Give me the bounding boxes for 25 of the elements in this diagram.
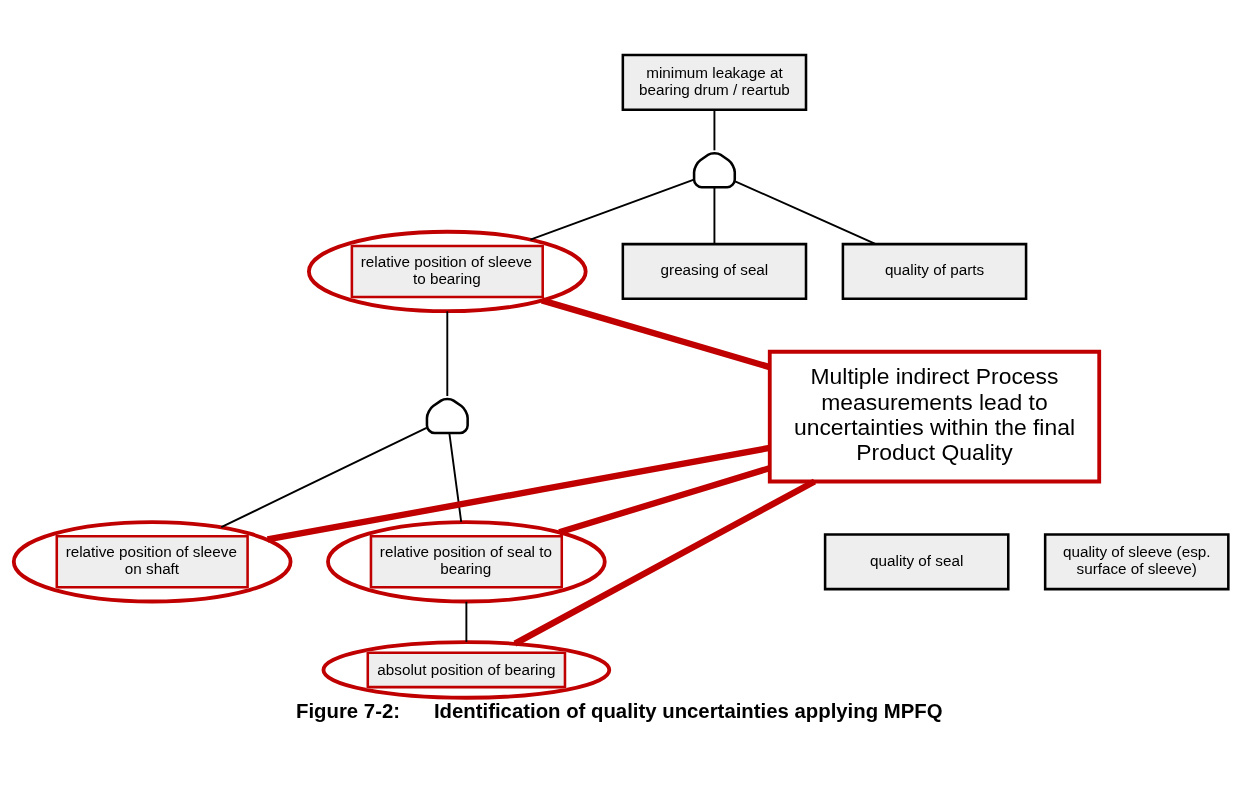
- connector: [446, 309, 449, 397]
- connector: [220, 426, 428, 528]
- connector: [513, 478, 817, 646]
- node-box: quality of parts: [841, 242, 1028, 300]
- node-ellipse: relative position of seal to bearing: [326, 519, 607, 603]
- node-box: greasing of seal: [621, 242, 808, 300]
- node-box: quality of seal: [823, 532, 1010, 590]
- node-gate: [425, 397, 469, 434]
- node-ellipse: relative position of sleeve to bearing: [307, 229, 588, 313]
- connector: [529, 178, 695, 241]
- connector: [558, 464, 771, 535]
- connector: [448, 431, 463, 523]
- connector: [734, 179, 877, 245]
- node-ellipse: relative position of sleeve on shaft: [11, 519, 293, 603]
- node-box: quality of sleeve (esp. surface of sleeve): [1043, 532, 1230, 590]
- connector: [540, 296, 771, 370]
- connector: [713, 186, 716, 245]
- node-box: minimum leakage at bearing drum / reartub: [621, 53, 808, 111]
- connector: [465, 600, 468, 643]
- node-gate: [692, 151, 737, 189]
- node-box: Multiple indirect Process measurements lead to uncertainties within the final Product Quality: [767, 349, 1102, 483]
- caption: Figure 7-2: Identification of quality uncertainties applying MPFQ: [296, 699, 943, 722]
- node-ellipse: absolut position of bearing: [321, 639, 612, 700]
- connector: [266, 444, 771, 543]
- connector: [713, 108, 716, 151]
